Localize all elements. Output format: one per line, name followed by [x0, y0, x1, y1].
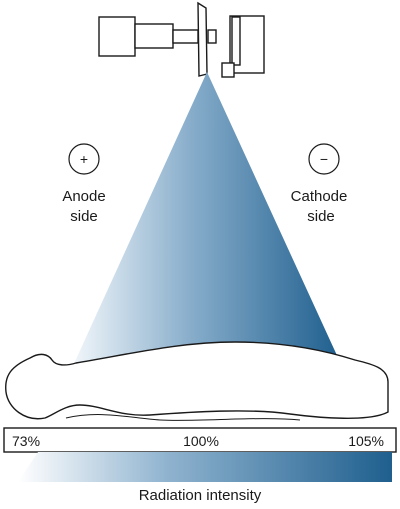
cathode-base	[221, 62, 235, 78]
cathode-filament	[231, 16, 241, 66]
plus-icon: +	[80, 151, 88, 167]
intensity-center-percent: 100%	[183, 433, 219, 449]
minus-icon: −	[320, 151, 328, 167]
cathode-label-line2: side	[307, 208, 335, 225]
cathode-marker: −	[308, 143, 340, 175]
xray-beam	[72, 72, 340, 368]
anode-label-line2: side	[70, 208, 98, 225]
intensity-anode-percent: 73%	[12, 433, 40, 449]
intensity-cathode-percent: 105%	[348, 433, 384, 449]
radiation-intensity-caption: Radiation intensity	[139, 487, 262, 504]
cathode-sign-circle	[308, 143, 340, 175]
cathode-label-line1: Cathode	[291, 188, 348, 205]
intensity-bar	[3, 427, 397, 453]
tube-housing-neck	[134, 23, 174, 49]
intensity-wedge	[18, 452, 392, 482]
tube-stem	[172, 29, 199, 44]
xray-tube	[98, 1, 265, 78]
patient-arm-line	[65, 414, 301, 421]
anode-sign-circle	[68, 143, 100, 175]
anode-marker: +	[68, 143, 100, 175]
cathode-cup-top	[207, 29, 217, 44]
tube-housing-left	[98, 16, 136, 57]
anode-label-line1: Anode	[62, 188, 105, 205]
patient-body	[5, 341, 389, 420]
anode-target	[197, 1, 208, 77]
